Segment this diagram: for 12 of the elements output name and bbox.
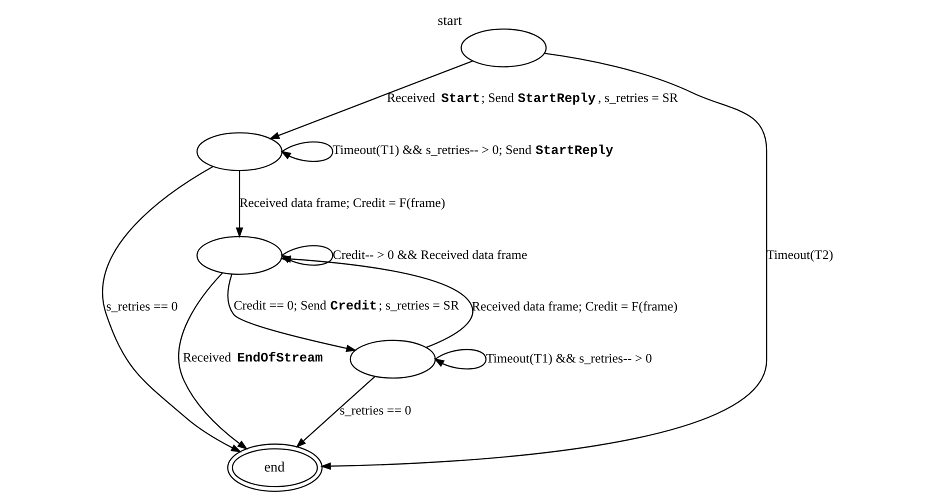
edge-label: Timeout(T1) && s_retries-- > 0: [486, 350, 652, 366]
edge-label: Received data frame; Credit = F(frame): [240, 194, 446, 210]
edge-label: Received EndOfStream: [182, 348, 323, 365]
edge-label: Credit-- > 0 && Received data frame: [332, 246, 528, 262]
edge-label: Received Start; Send StartReply, s_retries = SR: [386, 89, 678, 106]
edge-label: s_retries == 0: [106, 298, 178, 314]
edge-label: Received data frame; Credit = F(frame): [472, 298, 678, 314]
edge-label: Timeout(T1) && s_retries-- > 0; Send StartReply: [332, 141, 614, 158]
edge-label: Credit == 0; Send Credit; s_retries = SR: [234, 296, 460, 313]
node-label: start: [438, 12, 462, 29]
edge-label: s_retries == 0: [340, 402, 412, 417]
edge-label: Timeout(T2): [766, 246, 834, 262]
